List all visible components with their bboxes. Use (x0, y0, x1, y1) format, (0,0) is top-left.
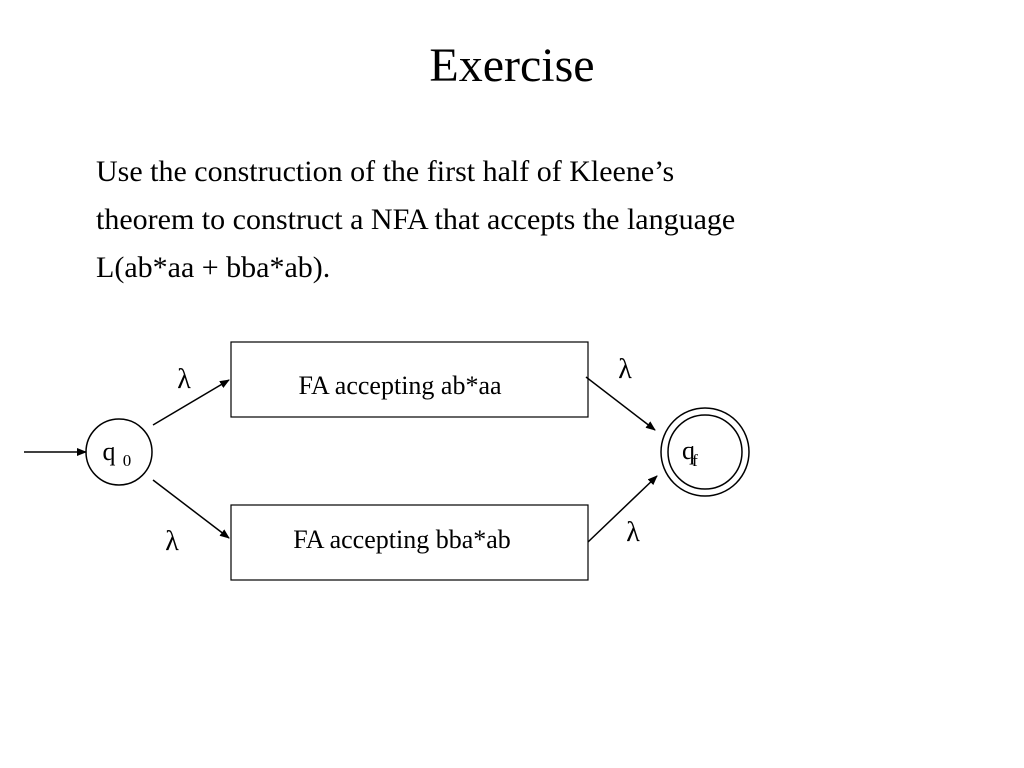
edge-bottom-to-final (587, 475, 658, 543)
exercise-line-3: L(ab*aa + bba*ab). (96, 251, 331, 284)
slide-title: Exercise (429, 39, 595, 92)
lambda-label-bottom-final: λ (626, 517, 640, 548)
edge-start-to-bottom (152, 479, 230, 539)
fa-box-top-label: FA accepting ab*aa (298, 371, 502, 400)
lambda-label-top-final: λ (618, 354, 632, 385)
start-state-letter: q (103, 437, 116, 466)
exercise-text: Use the construction of the first half o… (96, 148, 976, 292)
final-state-inner (667, 414, 743, 490)
start-state (85, 418, 153, 486)
fa-box-bottom-label: FA accepting bba*ab (293, 525, 511, 554)
lambda-label-start-top: λ (177, 364, 191, 395)
lambda-label-start-bottom: λ (165, 526, 179, 557)
final-state-letter: q (682, 436, 695, 465)
final-state-outer (660, 407, 750, 497)
exercise-line-2: theorem to construct a NFA that accepts … (96, 203, 736, 236)
start-state-subscript: 0 (123, 451, 132, 470)
fa-box-top (230, 341, 589, 418)
start-state-label: q (103, 437, 116, 466)
exercise-line-1: Use the construction of the first half o… (96, 155, 675, 188)
edge-top-to-final (585, 376, 656, 431)
final-state-label: q (682, 436, 695, 465)
fa-box-bottom (230, 504, 589, 581)
final-state-subscript: f (692, 451, 698, 470)
edge-start-to-top (152, 379, 230, 426)
